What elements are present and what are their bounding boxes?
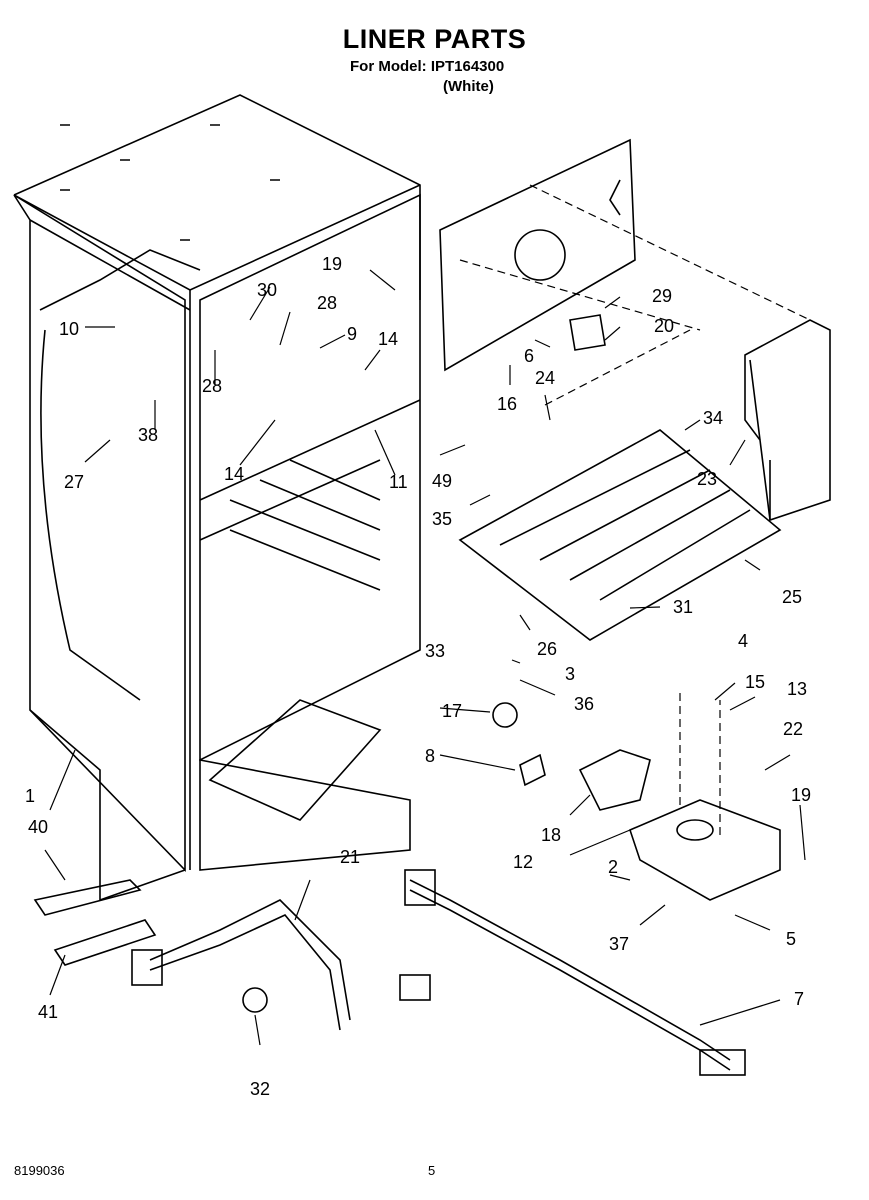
shelf-tray	[458, 429, 782, 641]
callout-6: 6	[524, 346, 535, 366]
callout-37: 37	[609, 934, 630, 954]
trim-pieces	[33, 879, 157, 966]
callout-27: 27	[64, 472, 85, 492]
callout-41: 41	[38, 1002, 59, 1022]
callout-2: 2	[608, 857, 619, 877]
callout-8: 8	[425, 746, 436, 766]
callout-24: 24	[535, 368, 556, 388]
callout-11: 11	[389, 472, 408, 492]
wire-harness-21	[131, 899, 351, 1031]
evaporator-cover	[744, 319, 831, 522]
callout-35: 35	[432, 509, 453, 529]
callout-4: 4	[738, 631, 749, 651]
liner-cabinet	[13, 94, 421, 902]
color-line: (White)	[443, 78, 494, 95]
callout-19-a: 19	[322, 254, 343, 274]
callout-7: 7	[794, 989, 805, 1009]
projection-lines	[459, 184, 811, 835]
callout-5: 5	[786, 929, 797, 949]
rear-panel	[439, 138, 636, 372]
control-bracket	[629, 799, 781, 901]
callout-29: 29	[652, 286, 673, 306]
callout-16: 16	[497, 394, 518, 414]
callout-12: 12	[513, 852, 534, 872]
callout-13: 13	[787, 679, 808, 699]
callout-31: 31	[673, 597, 694, 617]
page-number: 5	[428, 1163, 436, 1178]
callout-17: 17	[442, 701, 463, 721]
callout-21: 21	[340, 847, 361, 867]
wire-harness-7	[399, 869, 746, 1076]
callout-3: 3	[565, 664, 576, 684]
callout-1: 1	[25, 786, 36, 806]
callout-26: 26	[537, 639, 558, 659]
callout-10: 10	[59, 319, 80, 339]
callout-18: 18	[541, 825, 562, 845]
callout-9: 9	[347, 324, 358, 344]
callout-38: 38	[138, 425, 159, 445]
callout-49: 49	[432, 471, 453, 491]
document-number: 8199036	[14, 1163, 65, 1178]
callout-25: 25	[782, 587, 803, 607]
callout-28-b: 28	[202, 376, 223, 396]
callout-19-b: 19	[791, 785, 812, 805]
callout-14-a: 14	[378, 329, 399, 349]
light-shield	[578, 749, 651, 811]
callout-14-b: 14	[224, 464, 245, 484]
callout-36: 36	[574, 694, 595, 714]
callout-20: 20	[654, 316, 675, 336]
callout-30: 30	[257, 280, 278, 300]
callout-40: 40	[28, 817, 49, 837]
callout-22: 22	[783, 719, 804, 739]
callout-32: 32	[250, 1079, 271, 1099]
model-line: For Model: IPT164300	[350, 58, 505, 75]
callout-33: 33	[425, 641, 446, 661]
page-title: LINER PARTS	[342, 24, 527, 54]
leader-lines	[44, 269, 806, 1046]
light-socket	[492, 702, 546, 787]
callout-34: 34	[703, 408, 724, 428]
callout-15: 15	[745, 672, 766, 692]
callout-23: 23	[697, 469, 718, 489]
callout-28-a: 28	[317, 293, 338, 313]
